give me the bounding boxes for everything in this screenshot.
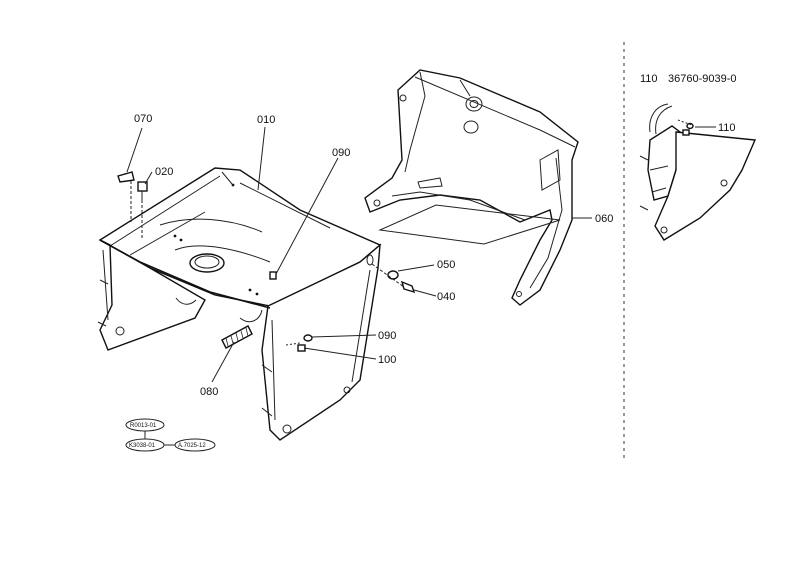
- label-060: 060: [595, 213, 613, 225]
- nut-100: [297, 344, 306, 352]
- steering-hole: [189, 253, 225, 273]
- label-100: 100: [378, 354, 396, 366]
- rear-cover-060: [364, 69, 579, 306]
- label-070: 070: [134, 113, 152, 125]
- plate-080: [221, 325, 253, 349]
- bolt-090-center: [269, 271, 277, 280]
- inset-bolt-110: [682, 129, 690, 136]
- label-080: 080: [200, 386, 218, 398]
- label-090-top: 090: [332, 147, 350, 159]
- bolt-040: [400, 280, 416, 294]
- bubble-top-text: R0013-01: [130, 423, 157, 429]
- legend-bubbles: R0013-01 K3038-01 A.7025-12: [125, 418, 216, 452]
- label-010: 010: [257, 114, 275, 126]
- label-020: 020: [155, 166, 173, 178]
- bolt-020: [137, 181, 148, 200]
- inset-label-110: 110: [718, 122, 736, 134]
- inset-part-code: 36760-9039-0: [668, 73, 737, 85]
- front-panel-010: [97, 167, 382, 441]
- clip-070: [117, 171, 135, 183]
- inset-detail: 110 36760-9039-0 110: [639, 73, 757, 241]
- callouts: [126, 126, 592, 383]
- bubble-left-text: K3038-01: [129, 443, 156, 449]
- bubble-right-text: A.7025-12: [178, 443, 206, 449]
- label-090-right: 090: [378, 330, 396, 342]
- washer-050: [387, 270, 399, 280]
- inset-ref-number: 110: [640, 73, 658, 85]
- label-040: 040: [437, 291, 455, 303]
- label-050: 050: [437, 259, 455, 271]
- bolt-090-right: [303, 334, 313, 342]
